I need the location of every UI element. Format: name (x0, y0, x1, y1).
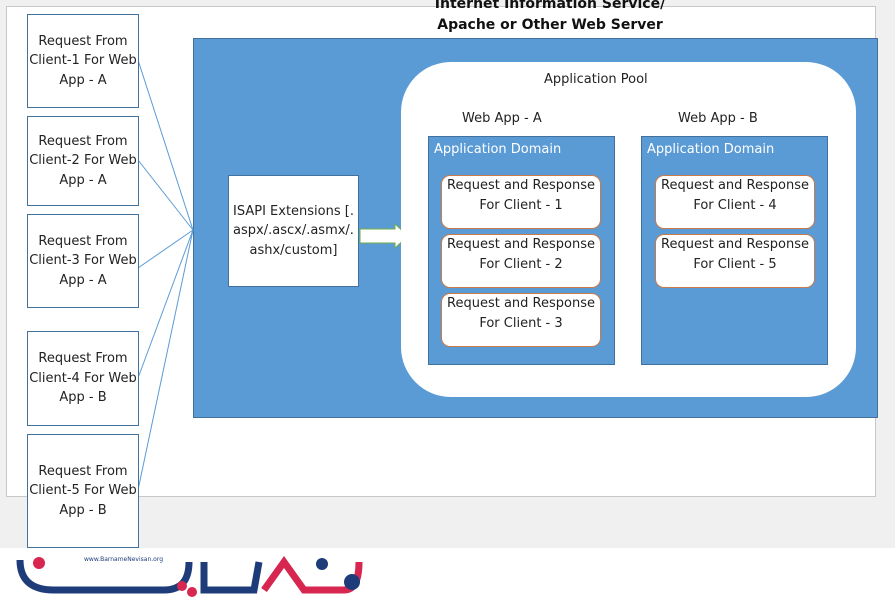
connector-line (137, 229, 194, 379)
client-label: Request From Client-4 For Web App - B (29, 351, 137, 406)
site-logo: www.BarnameNevisan.org (14, 552, 364, 598)
request-label: Request and Response For Client - 2 (447, 237, 595, 272)
app-domain-label: Application Domain (647, 142, 775, 157)
connector-line (137, 229, 194, 269)
logo-graphic (16, 555, 363, 597)
request-box-client-3: Request and Response For Client - 3 (441, 293, 601, 347)
application-pool-label: Application Pool (544, 72, 648, 87)
request-box-client-4: Request and Response For Client - 4 (655, 175, 815, 229)
diagram-title: Internet Information Service/Apache or O… (390, 0, 710, 36)
request-label: Request and Response For Client - 1 (447, 178, 595, 213)
web-app-a-label: Web App - A (462, 111, 542, 126)
client-request-1: Request From Client-1 For Web App - A (27, 14, 139, 108)
title-line-2: Apache or Other Web Server (437, 17, 663, 33)
client-label: Request From Client-5 For Web App - B (29, 463, 137, 518)
client-request-2: Request From Client-2 For Web App - A (27, 116, 139, 206)
connector-line (137, 159, 194, 231)
client-label: Request From Client-3 For Web App - A (29, 233, 137, 288)
isapi-label: ISAPI Extensions [.aspx/.ascx/.asmx/.ash… (233, 203, 354, 258)
client-request-5: Request From Client-5 For Web App - B (27, 434, 139, 548)
logo-url: www.BarnameNevisan.org (84, 556, 163, 563)
request-box-client-1: Request and Response For Client - 1 (441, 175, 601, 229)
client-request-3: Request From Client-3 For Web App - A (27, 214, 139, 308)
request-label: Request and Response For Client - 4 (661, 178, 809, 213)
isapi-extensions-box: ISAPI Extensions [.aspx/.ascx/.asmx/.ash… (228, 175, 359, 287)
title-line-1: Internet Information Service/ (434, 0, 666, 12)
web-app-b-label: Web App - B (678, 111, 758, 126)
request-label: Request and Response For Client - 3 (447, 296, 595, 331)
connector-line (137, 59, 194, 231)
request-label: Request and Response For Client - 5 (661, 237, 809, 272)
connector-line (137, 229, 194, 491)
client-request-4: Request From Client-4 For Web App - B (27, 331, 139, 426)
app-domain-label: Application Domain (434, 142, 562, 157)
request-box-client-5: Request and Response For Client - 5 (655, 234, 815, 288)
request-box-client-2: Request and Response For Client - 2 (441, 234, 601, 288)
client-label: Request From Client-2 For Web App - A (29, 133, 137, 188)
client-label: Request From Client-1 For Web App - A (29, 33, 137, 88)
